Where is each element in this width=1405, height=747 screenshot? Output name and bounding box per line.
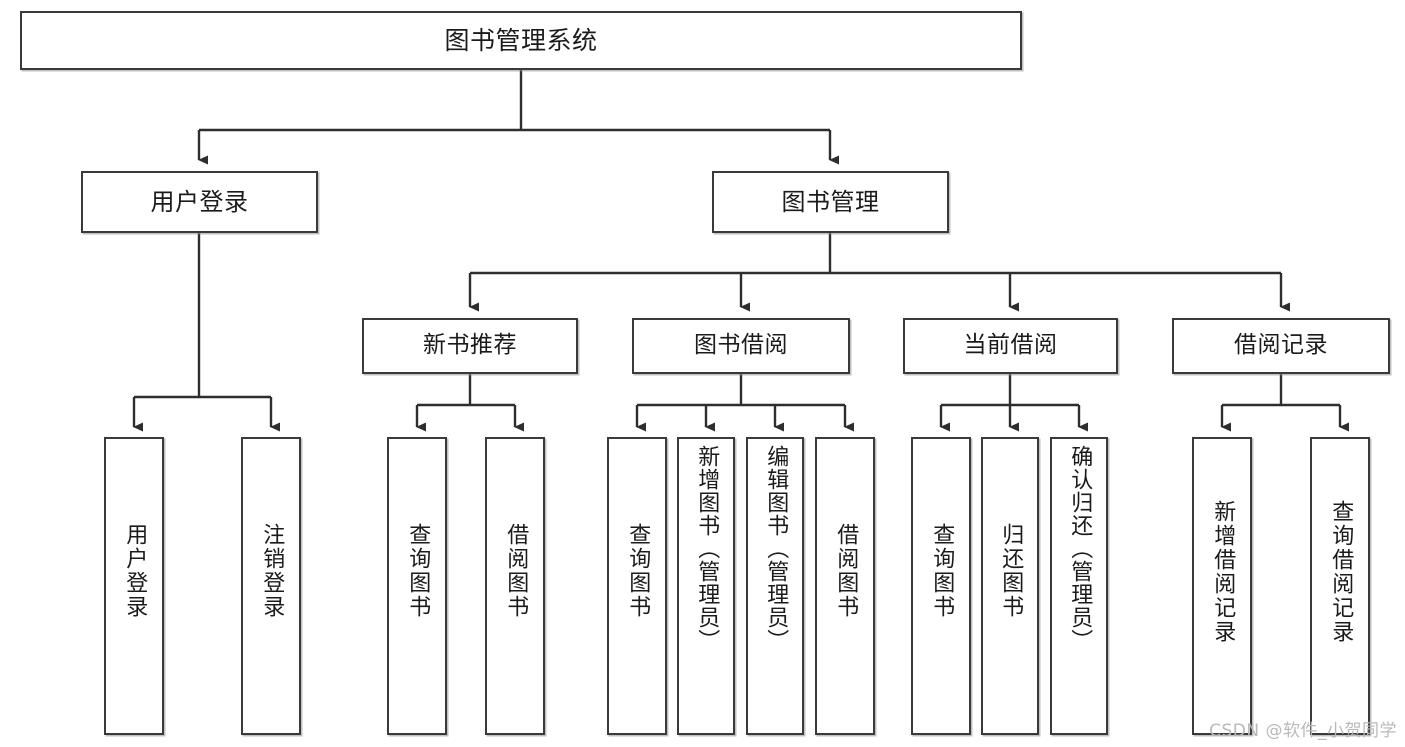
leaf-add-book-admin[interactable]: 新增图书（管理员） bbox=[677, 437, 735, 735]
node-label: 新书推荐 bbox=[423, 332, 517, 359]
node-root-book-management-system[interactable]: 图书管理系统 bbox=[20, 11, 1022, 70]
leaf-return-book[interactable]: 归还图书 bbox=[981, 437, 1039, 735]
node-label: 查询图书 bbox=[929, 523, 955, 619]
leaf-user-login[interactable]: 用户登录 bbox=[104, 437, 164, 735]
leaf-logout-login[interactable]: 注销登录 bbox=[241, 437, 301, 735]
node-label: 借阅图书 bbox=[503, 523, 529, 619]
node-label: 注销登录 bbox=[259, 523, 285, 619]
node-label: 借阅图书 bbox=[833, 523, 859, 619]
leaf-edit-book-admin[interactable]: 编辑图书（管理员） bbox=[746, 437, 804, 735]
leaf-query-book-recommend[interactable]: 查询图书 bbox=[387, 437, 447, 735]
node-label: 图书借阅 bbox=[694, 332, 788, 359]
node-label: 查询图书 bbox=[625, 523, 651, 619]
node-label: 当前借阅 bbox=[963, 332, 1058, 359]
leaf-query-book-current[interactable]: 查询图书 bbox=[911, 437, 971, 735]
node-label: 查询借阅记录 bbox=[1328, 500, 1354, 644]
leaf-query-book-borrow[interactable]: 查询图书 bbox=[607, 437, 667, 735]
leaf-add-borrow-record[interactable]: 新增借阅记录 bbox=[1192, 437, 1252, 735]
node-label: 图书管理系统 bbox=[444, 25, 598, 55]
node-label: 确认归还（管理员） bbox=[1067, 445, 1093, 652]
node-borrow-record[interactable]: 借阅记录 bbox=[1172, 318, 1390, 374]
node-label: 查询图书 bbox=[405, 523, 431, 619]
node-book-borrow[interactable]: 图书借阅 bbox=[632, 318, 850, 374]
node-label: 新增图书（管理员） bbox=[694, 445, 720, 652]
node-book-management[interactable]: 图书管理 bbox=[712, 171, 949, 233]
node-current-borrow[interactable]: 当前借阅 bbox=[903, 318, 1118, 374]
node-label: 图书管理 bbox=[781, 187, 880, 216]
node-label: 新增借阅记录 bbox=[1210, 500, 1236, 644]
node-label: 用户登录 bbox=[150, 187, 249, 216]
node-user-login[interactable]: 用户登录 bbox=[81, 171, 318, 233]
leaf-borrow-book-recommend[interactable]: 借阅图书 bbox=[485, 437, 545, 735]
node-new-book-recommendation[interactable]: 新书推荐 bbox=[362, 318, 578, 374]
leaf-query-borrow-record[interactable]: 查询借阅记录 bbox=[1310, 437, 1370, 735]
node-label: 编辑图书（管理员） bbox=[763, 445, 789, 652]
node-label: 归还图书 bbox=[998, 523, 1024, 619]
node-label: 用户登录 bbox=[122, 523, 148, 619]
leaf-borrow-book[interactable]: 借阅图书 bbox=[815, 437, 875, 735]
csdn-watermark: CSDN @软件_小贺同学 bbox=[1209, 721, 1397, 741]
leaf-confirm-return-admin[interactable]: 确认归还（管理员） bbox=[1050, 437, 1108, 735]
node-label: 借阅记录 bbox=[1234, 332, 1328, 359]
